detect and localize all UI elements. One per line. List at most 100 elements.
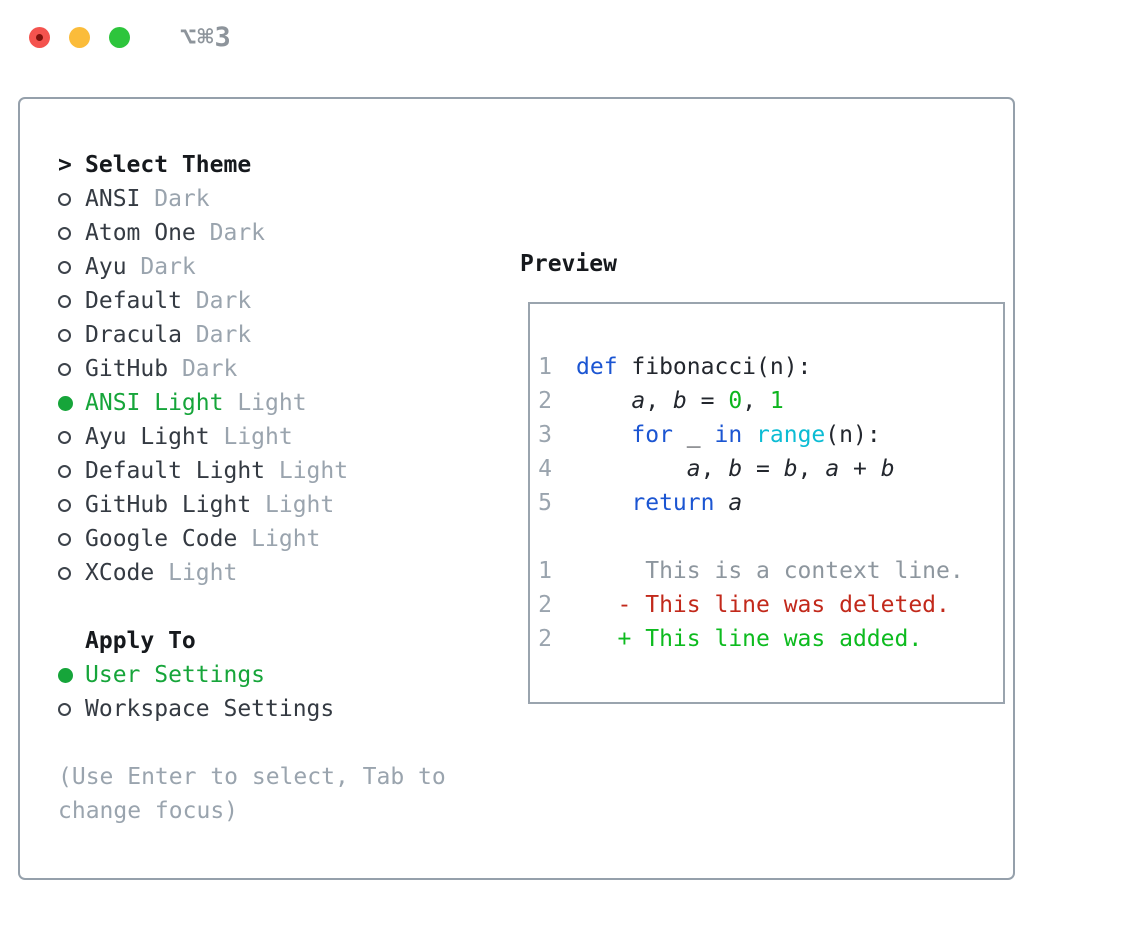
theme-option-ansi-light[interactable]: ANSI Light Light [40, 386, 472, 420]
radio-icon[interactable] [58, 532, 85, 546]
radio-circle [58, 260, 71, 274]
code-token [576, 456, 687, 482]
apply-option-workspace-settings-label: Workspace Settings [85, 696, 335, 722]
line-number: 1 [538, 354, 552, 380]
code-token: in [714, 422, 743, 448]
code-token: , [645, 388, 673, 414]
select-theme-title: Select Theme [85, 152, 252, 178]
preview-title: Preview [520, 251, 617, 277]
diff-line-context: 1 This is a context line. [538, 554, 995, 588]
radio-icon[interactable] [58, 260, 85, 274]
code-token: 1 [769, 388, 784, 414]
diff-text: - This line was deleted. [576, 592, 950, 618]
theme-option-github-light[interactable]: GitHub Light Light [40, 488, 472, 522]
close-button[interactable] [29, 27, 50, 48]
code-token: , [700, 456, 729, 482]
apply-option-user-settings[interactable]: User Settings [40, 658, 472, 692]
line-number: 3 [538, 422, 552, 448]
code-diff-gap [538, 520, 995, 554]
theme-option-default-light-label: Default Light [85, 458, 266, 484]
radio-icon[interactable] [58, 498, 85, 512]
code-line-2: 2 a, b = 0, 1 [538, 384, 995, 418]
code-token: a [631, 388, 646, 414]
code-token: a [686, 456, 701, 482]
theme-option-github-variant: Dark [181, 356, 238, 382]
radio-circle [58, 430, 71, 444]
apply-to-header: Apply To [40, 624, 472, 658]
line-number: 2 [538, 626, 552, 652]
code-token: = [742, 456, 784, 482]
code-token: 0 [728, 388, 743, 414]
radio-circle [58, 395, 73, 411]
apply-option-workspace-settings[interactable]: Workspace Settings [40, 692, 472, 726]
section-gap [40, 590, 472, 624]
code-token: b [672, 388, 687, 414]
code-token: (n): [825, 422, 881, 448]
line-number: 1 [538, 558, 552, 584]
radio-icon[interactable] [58, 362, 85, 376]
line-number: 5 [538, 490, 552, 516]
radio-icon[interactable] [58, 192, 85, 206]
radio-selected-icon[interactable] [58, 395, 85, 411]
radio-icon[interactable] [58, 328, 85, 342]
code-token: fibonacci(n): [617, 354, 812, 380]
radio-circle [58, 702, 71, 716]
theme-option-atom-one[interactable]: Atom One Dark [40, 216, 472, 250]
theme-option-github-light-label: GitHub Light [85, 492, 252, 518]
radio-icon[interactable] [58, 464, 85, 478]
theme-option-dracula-label: Dracula [85, 322, 182, 348]
code-token: = [686, 388, 729, 414]
code-token: b [880, 456, 895, 482]
radio-circle [58, 362, 71, 376]
radio-icon[interactable] [58, 430, 85, 444]
radio-icon[interactable] [58, 226, 85, 240]
code-line-3: 3 for _ in range(n): [538, 418, 995, 452]
radio-circle [58, 294, 71, 308]
minimize-button[interactable] [69, 27, 90, 48]
code-line-5: 5 return a [538, 486, 995, 520]
code-line-4: 4 a, b = b, a + b [538, 452, 995, 486]
theme-option-ansi-light-label: ANSI Light [85, 390, 224, 416]
diff-line-added: 2 + This line was added. [538, 622, 995, 656]
code-token [714, 490, 728, 516]
diff-line-deleted: 2 - This line was deleted. [538, 588, 995, 622]
radio-circle [58, 192, 71, 206]
diff-preview: 1 This is a context line.2 - This line w… [538, 554, 995, 656]
theme-option-ayu-light-label: Ayu Light [85, 424, 210, 450]
theme-option-ansi-light-variant: Light [237, 390, 307, 416]
apply-option-user-settings-label: User Settings [85, 662, 266, 688]
theme-option-xcode-variant: Light [168, 560, 238, 586]
radio-selected-icon[interactable] [58, 667, 85, 683]
theme-option-atom-one-variant: Dark [209, 220, 266, 246]
radio-circle [58, 464, 71, 478]
code-token: a [825, 456, 840, 482]
code-token: for [631, 422, 673, 448]
theme-option-ayu-label: Ayu [85, 254, 127, 280]
theme-option-atom-one-label: Atom One [85, 220, 196, 246]
theme-option-github-light-variant: Light [265, 492, 335, 518]
radio-icon[interactable] [58, 702, 85, 716]
radio-icon[interactable] [58, 566, 85, 580]
radio-circle [58, 566, 71, 580]
maximize-button[interactable] [109, 27, 130, 48]
radio-icon[interactable] [58, 294, 85, 308]
section-gap [40, 726, 472, 760]
radio-circle [58, 532, 71, 546]
titlebar: ⌥⌘3 [0, 0, 1140, 75]
apply-to-title: Apply To [85, 628, 196, 654]
select-theme-header: >Select Theme [40, 148, 472, 182]
